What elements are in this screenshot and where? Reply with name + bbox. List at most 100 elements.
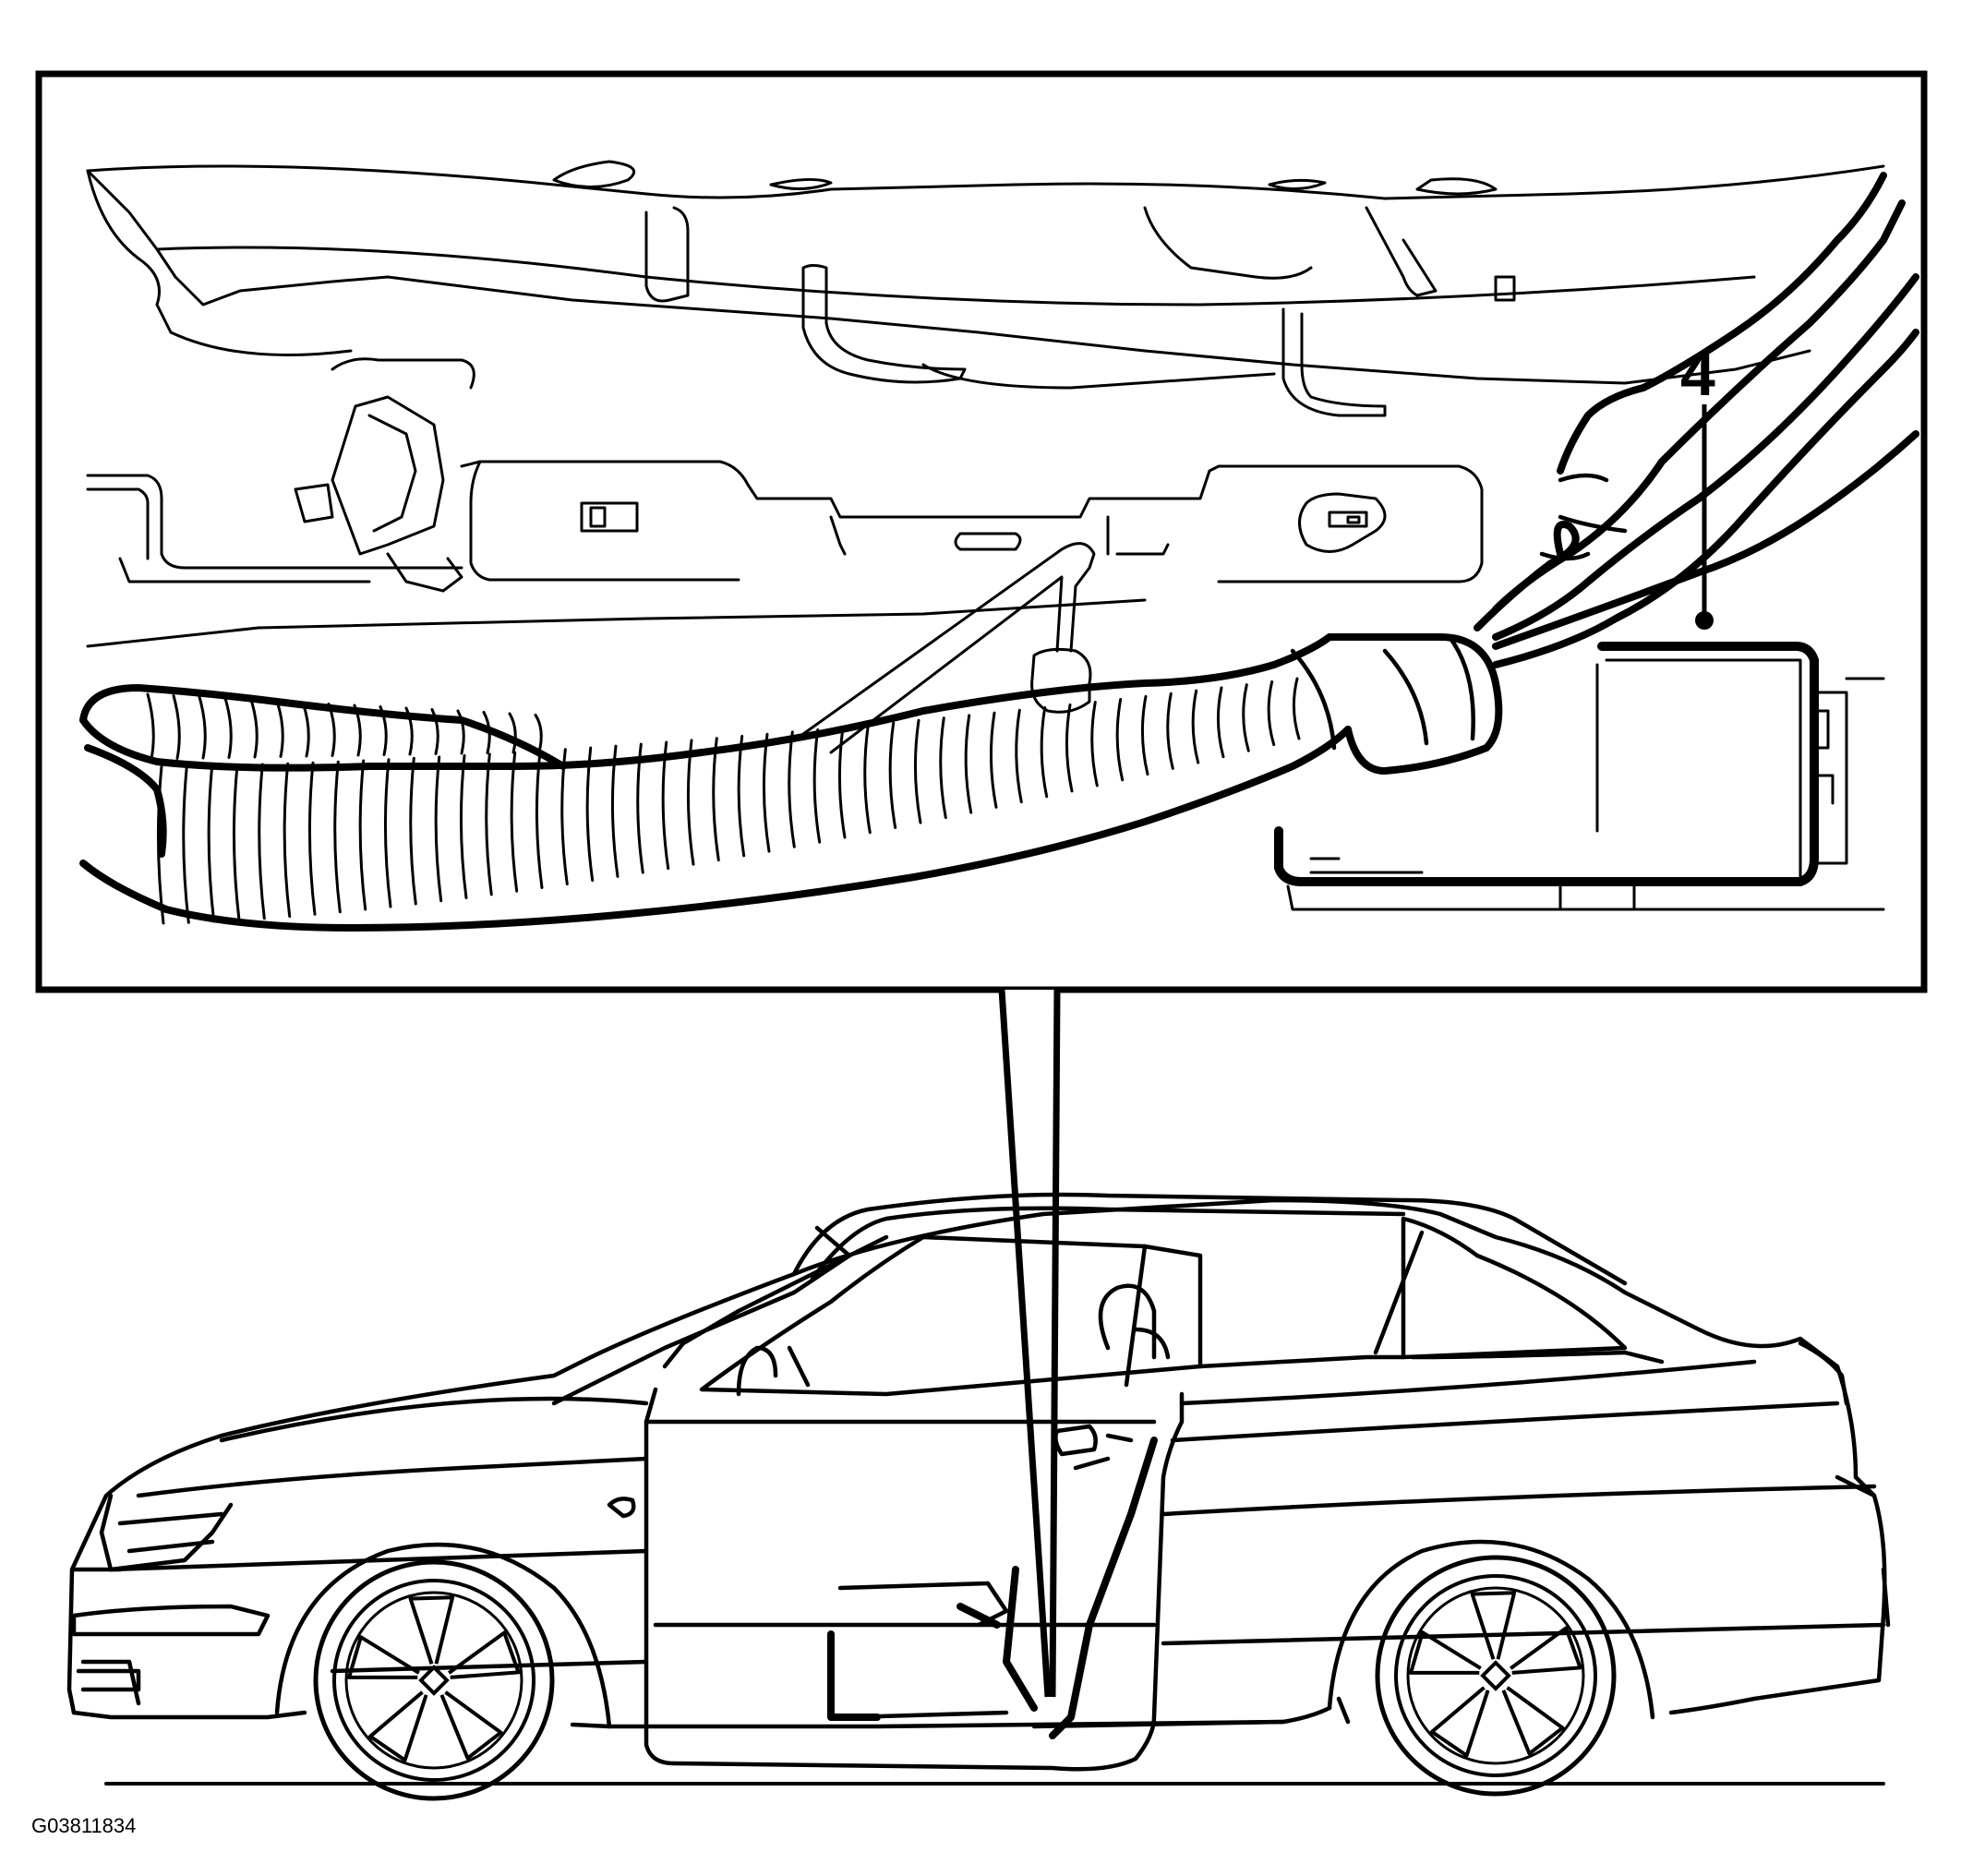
hook-clips xyxy=(644,206,1516,417)
conduit-rib xyxy=(383,758,392,908)
conduit-rib xyxy=(737,735,746,858)
conduit-rib xyxy=(661,740,670,871)
inset-pointer xyxy=(998,989,1062,1698)
connector-bracket-left xyxy=(86,357,475,593)
conduit-rib xyxy=(585,746,595,883)
conduit-rib xyxy=(989,711,998,809)
control-module xyxy=(1274,642,1885,911)
tire xyxy=(1375,1555,1617,1797)
rim xyxy=(344,1591,523,1770)
conduit-rib xyxy=(146,692,155,761)
conduit-rib xyxy=(485,752,493,896)
conduit-rib xyxy=(358,759,367,911)
conduit-rib xyxy=(560,748,569,886)
conduit-rib xyxy=(482,711,491,754)
conduit-rib xyxy=(327,703,336,757)
conduit-rib xyxy=(430,708,439,755)
door-outline xyxy=(644,1387,1185,1772)
conduit-rib xyxy=(1065,704,1074,793)
conduit-rib xyxy=(353,704,362,757)
conduit-rib xyxy=(508,712,517,754)
conduit-rib xyxy=(762,732,771,853)
conduit-rib xyxy=(379,705,388,756)
conduit-rib xyxy=(307,761,317,916)
detail-inset: 4 xyxy=(35,70,1928,993)
conduit-rib xyxy=(1267,679,1276,747)
conduit-rib xyxy=(404,706,414,756)
module-rail xyxy=(86,460,1484,648)
conduit-rib xyxy=(1216,686,1225,759)
conduit-rib xyxy=(712,737,720,862)
rim xyxy=(1406,1586,1585,1765)
conduit-rib xyxy=(456,709,465,755)
conduit-rib xyxy=(788,730,796,848)
tire xyxy=(313,1559,555,1801)
wheel-spoke xyxy=(408,1595,455,1665)
wheel-spoke xyxy=(1470,1591,1517,1660)
conduit-rib xyxy=(1015,708,1023,804)
conduit-rib xyxy=(888,721,897,829)
wheel-spoke xyxy=(1501,1686,1565,1756)
conduit-rib xyxy=(249,698,259,759)
conduit-rib xyxy=(434,755,443,903)
wheel xyxy=(1375,1555,1617,1797)
conduit-rib xyxy=(156,764,165,925)
conduit-rib xyxy=(1292,677,1301,740)
conduit-rib xyxy=(182,764,190,924)
conduit-rib xyxy=(1115,698,1125,782)
conduit-rib xyxy=(258,763,266,920)
figure-id: G03811834 xyxy=(31,1814,136,1837)
conduit-rib xyxy=(223,697,233,759)
conduit-rib xyxy=(535,750,544,889)
conduit-rib xyxy=(812,728,822,844)
conduit-rib xyxy=(913,718,922,824)
wheel-spoke xyxy=(368,1690,428,1762)
conduit-rib xyxy=(939,716,947,820)
conduit-rib xyxy=(1166,691,1174,770)
conduit-rib xyxy=(1140,694,1149,776)
wheel-hub xyxy=(418,1665,450,1696)
conduit-rib xyxy=(686,739,695,866)
conduit-rib xyxy=(207,764,216,923)
wheels xyxy=(313,1555,1617,1801)
wheel-spoke xyxy=(1430,1686,1490,1758)
rim xyxy=(332,1579,535,1782)
conduit-rib xyxy=(283,762,292,919)
underbody-panel xyxy=(86,160,1885,390)
conduit-rib xyxy=(534,714,543,753)
conduit-rib xyxy=(1040,706,1049,799)
vehicle-side-view xyxy=(66,1192,1891,1786)
conduit-rib xyxy=(636,742,644,874)
conduit-rib xyxy=(172,694,181,760)
conduit-rib xyxy=(409,756,417,906)
wheel-spoke xyxy=(439,1690,503,1761)
rim xyxy=(1394,1574,1597,1777)
conduit-rib xyxy=(275,700,284,758)
callout-number: 4 xyxy=(1680,339,1715,409)
conduit-rib xyxy=(1242,683,1250,752)
conduit-rib xyxy=(198,695,207,760)
conduit-rib xyxy=(1191,689,1200,764)
wheel-spoke xyxy=(448,1630,521,1679)
wheel-spoke xyxy=(347,1635,420,1679)
callout-4: 4 xyxy=(1680,339,1715,630)
conduit-rib xyxy=(964,714,973,814)
callout-dot xyxy=(1695,611,1714,630)
conduit-rib xyxy=(333,760,342,914)
wheel-spoke xyxy=(1409,1630,1482,1675)
conduit-rib xyxy=(837,726,847,839)
hose-pipe xyxy=(801,542,1096,754)
conduit-rib xyxy=(459,754,468,899)
conduit-rib xyxy=(1090,701,1099,788)
wheel-spoke xyxy=(1510,1626,1582,1675)
conduit-rib xyxy=(610,744,620,878)
conduit-rib xyxy=(301,701,310,758)
inset-frame xyxy=(35,70,1928,993)
wheel xyxy=(313,1559,555,1801)
conduit-rib xyxy=(232,764,241,922)
conduit-ribs xyxy=(146,677,1301,925)
wheel-hub xyxy=(1480,1660,1511,1691)
conduit-rib xyxy=(863,724,872,835)
conduit-rib xyxy=(510,751,519,893)
